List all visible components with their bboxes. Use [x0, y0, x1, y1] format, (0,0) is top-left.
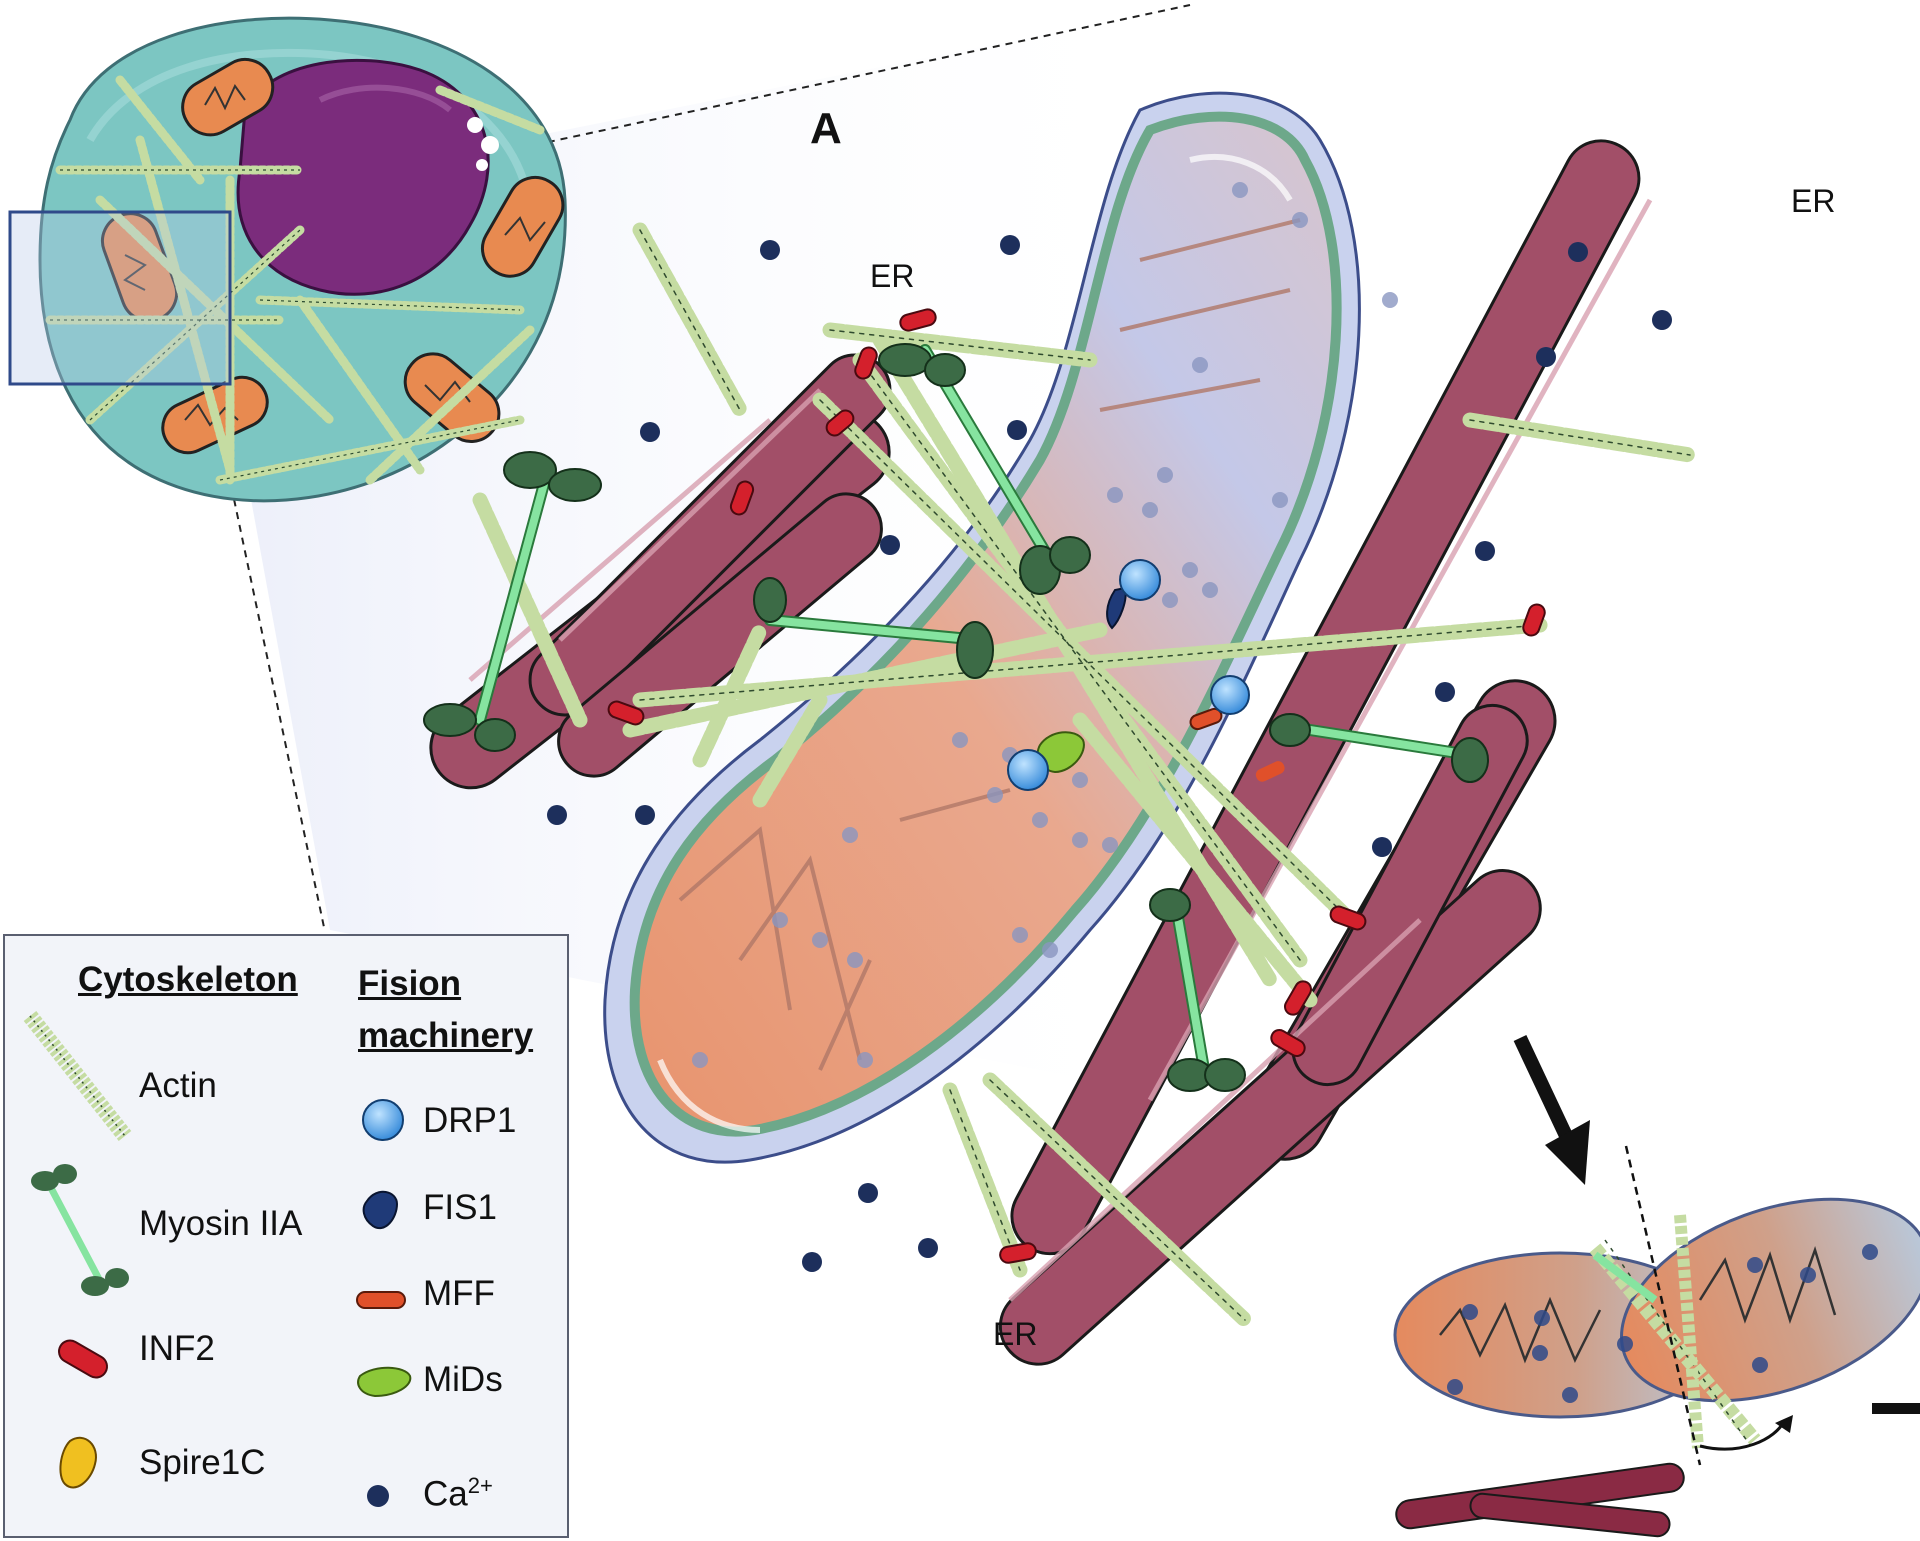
- clipped-edge-mark: [1872, 1403, 1920, 1414]
- inf2-swatch-icon: [58, 1339, 108, 1379]
- actin-swatch-icon: [23, 1011, 132, 1141]
- legend-mff-label: MFF: [423, 1274, 495, 1313]
- panel-label: A: [810, 104, 842, 153]
- fis1-swatch-icon: [362, 1190, 399, 1229]
- fission-plane: [1624, 1145, 1702, 1466]
- legend-heading-cytoskeleton: Cytoskeleton: [78, 960, 298, 999]
- mff-at-site: [1189, 707, 1223, 731]
- er-label-right: ER: [1791, 183, 1836, 219]
- cytosolic-calcium: [547, 235, 1672, 1272]
- legend-drp1-label: DRP1: [423, 1101, 517, 1140]
- myosin-motors: [423, 343, 1489, 1092]
- actin-filaments: [472, 222, 1698, 1328]
- calcium-charge: 2+: [467, 1473, 493, 1498]
- calcium-swatch-icon: [367, 1485, 389, 1507]
- mito-matrix-ca: [692, 182, 1398, 1068]
- mff-swatch-icon: [356, 1291, 406, 1309]
- inf2-proteins: [607, 308, 1546, 1264]
- legend-myosin-label: Myosin IIA: [139, 1204, 303, 1243]
- arrow-to-outcome: [1513, 1035, 1575, 1143]
- legend-fis1-label: FIS1: [423, 1188, 497, 1227]
- myosin-swatch-icon: [46, 1182, 104, 1285]
- legend-inf2-label: INF2: [139, 1329, 215, 1368]
- calcium-base: Ca: [423, 1474, 468, 1514]
- fission-outcome: [1393, 1035, 1920, 1538]
- legend-swatches: [23, 1011, 412, 1507]
- er-label-bottom: ER: [993, 1316, 1038, 1352]
- mids-swatch-icon: [357, 1366, 412, 1398]
- legend-heading-fission-1: Fision: [358, 964, 462, 1003]
- spire1c-swatch-icon: [59, 1436, 97, 1489]
- nucleus: [236, 58, 490, 296]
- drp1-2: [1210, 675, 1250, 715]
- legend-spire1c-label: Spire1C: [139, 1443, 266, 1482]
- cell-overview: [8, 16, 567, 503]
- daughter-mito-right: [1620, 1197, 1920, 1403]
- legend-mids-label: MiDs: [423, 1360, 503, 1399]
- legend-box: Cytoskeleton Fision machinery Actin Myos…: [3, 934, 569, 1538]
- legend-calcium-label: Ca2+: [423, 1473, 493, 1515]
- er-label-top: ER: [870, 258, 915, 294]
- drp1-1: [1119, 559, 1161, 601]
- er-highlights: [468, 198, 1653, 1302]
- drp1-swatch-icon: [362, 1099, 404, 1141]
- legend-actin-label: Actin: [139, 1066, 217, 1105]
- drp1-3: [1007, 749, 1049, 791]
- legend-heading-fission-2: machinery: [358, 1016, 534, 1055]
- fis1-at-site: [1106, 586, 1127, 630]
- zoom-box: [8, 210, 232, 386]
- fission-machinery: [1007, 559, 1285, 791]
